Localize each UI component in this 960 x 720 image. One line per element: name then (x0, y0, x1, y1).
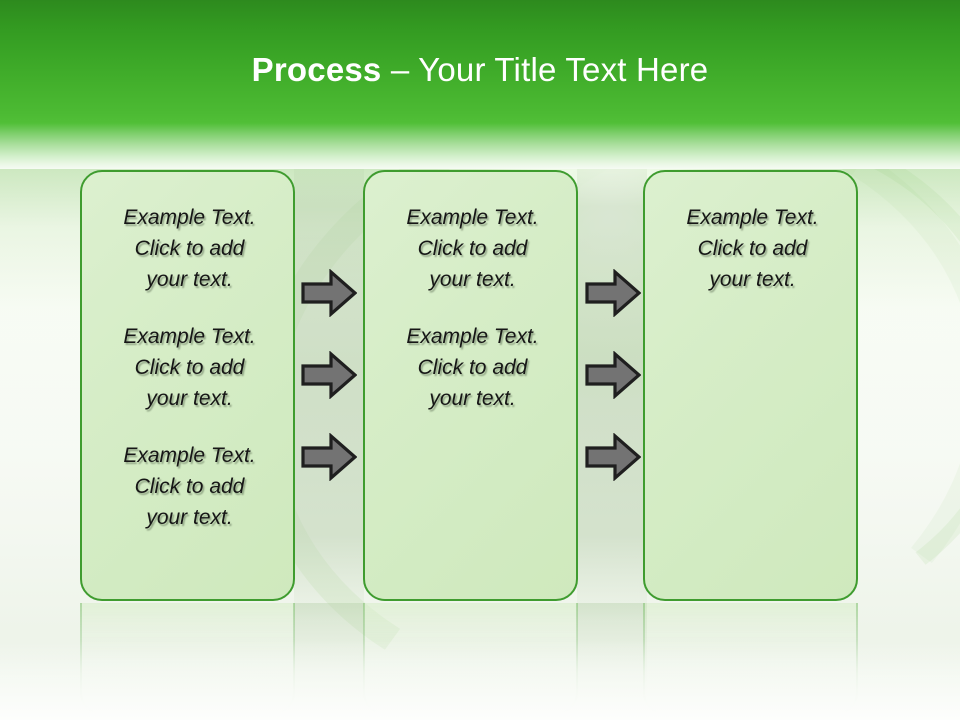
process-text-block[interactable]: Example Text. Click to add your text. (123, 206, 256, 291)
right-arrow-icon (585, 351, 641, 399)
page-title: Process – Your Title Text Here (0, 50, 960, 90)
slide-header-banner (0, 0, 960, 123)
process-text-block[interactable]: Example Text. Click to add your text. (123, 444, 256, 529)
process-text-block[interactable]: Example Text. Click to add your text. (686, 206, 819, 291)
process-box-3-text-group: Example Text. Click to add your text. (645, 202, 860, 295)
process-text-block[interactable]: Example Text. Click to add your text. (406, 206, 539, 291)
process-text-block[interactable]: Example Text. Click to add your text. (406, 325, 539, 410)
process-box-1[interactable]: Example Text. Click to add your text. Ex… (80, 170, 295, 601)
right-arrow-icon (301, 269, 357, 317)
right-arrow-icon (301, 433, 357, 481)
right-arrow-icon (301, 351, 357, 399)
process-box-2-text-group: Example Text. Click to add your text. Ex… (365, 202, 580, 414)
process-box-1-text-group: Example Text. Click to add your text. Ex… (82, 202, 297, 533)
process-box-2[interactable]: Example Text. Click to add your text. Ex… (363, 170, 578, 601)
process-text-block[interactable]: Example Text. Click to add your text. (123, 325, 256, 410)
process-box-3[interactable]: Example Text. Click to add your text. (643, 170, 858, 601)
page-title-rest: – Your Title Text Here (381, 51, 709, 88)
page-title-strong: Process (251, 51, 382, 88)
slide-header-fade (0, 123, 960, 169)
right-arrow-icon (585, 269, 641, 317)
right-arrow-icon (585, 433, 641, 481)
